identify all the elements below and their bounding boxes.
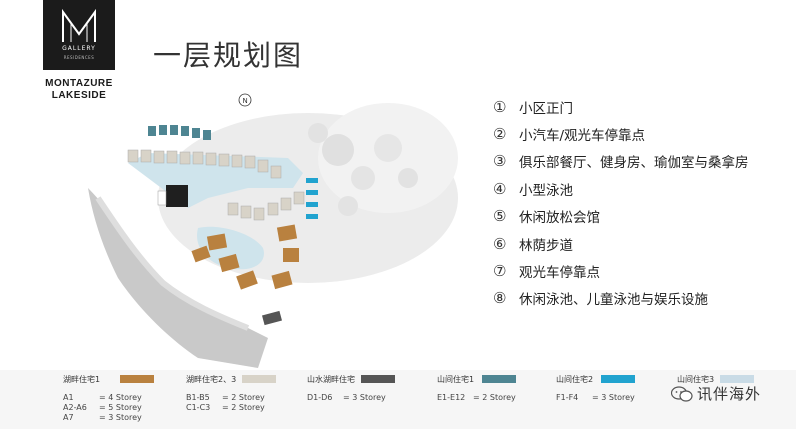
- list-num: ②: [493, 125, 507, 144]
- list-num: ⑧: [493, 289, 507, 308]
- list-num: ⑤: [493, 207, 507, 226]
- legend-key: F1-F4: [556, 393, 579, 402]
- logo-residences-text: RESIDENCES: [63, 55, 95, 60]
- legend-row: A1 = 4 Storey: [63, 393, 154, 403]
- legend-title: 山间住宅1: [437, 374, 475, 384]
- list-label: 林荫步道: [519, 237, 573, 254]
- list-item: ⑥ 林荫步道: [493, 233, 773, 254]
- legend-key: E1-E12: [437, 393, 466, 402]
- legend-swatch: [242, 375, 277, 383]
- legend-value: = 4 Storey: [99, 393, 142, 402]
- legend-value: = 3 Storey: [592, 393, 635, 402]
- page-title: 一层规划图: [153, 39, 304, 72]
- compass-label: N: [243, 97, 248, 105]
- legend-value: = 2 Storey: [222, 403, 265, 412]
- legend-title: 山间住宅3: [677, 374, 715, 384]
- list-label: 小区正门: [519, 100, 573, 117]
- brand-line-2: LAKESIDE: [51, 90, 107, 101]
- brand-name: MONTAZURE LAKESIDE: [31, 78, 127, 102]
- legend-key: B1-B5: [186, 393, 210, 402]
- legend-title: 湖畔住宅1: [63, 374, 101, 384]
- list-item: ① 小区正门: [493, 96, 773, 117]
- legend-group: 山水湖畔住宅 D1-D6 = 3 Storey: [307, 373, 395, 403]
- legend-key: A2-A6: [63, 403, 87, 412]
- legend-swatch: [361, 375, 395, 383]
- list-item: ⑤ 休闲放松会馆: [493, 206, 773, 227]
- legend-row: D1-D6 = 3 Storey: [307, 393, 395, 403]
- legend-key: D1-D6: [307, 393, 333, 402]
- legend-row: B1-B5 = 2 Storey: [186, 393, 276, 403]
- logo-gallery-text: GALLERY: [62, 45, 96, 52]
- list-label: 观光车停靠点: [519, 265, 600, 282]
- list-label: 小型泳池: [519, 182, 573, 199]
- list-item: ③ 俱乐部餐厅、健身房、瑜伽室与桑拿房: [493, 151, 773, 172]
- legend-group: 山间住宅2 F1-F4 = 3 Storey: [556, 373, 636, 403]
- wechat-icon: [671, 385, 693, 402]
- legend-row: F1-F4 = 3 Storey: [556, 393, 635, 403]
- list-item: ⑦ 观光车停靠点: [493, 260, 773, 281]
- facility-list: ① 小区正门 ② 小汽车/观光车停靠点 ③ 俱乐部餐厅、健身房、瑜伽室与桑拿房 ④ 小型…: [493, 96, 773, 315]
- legend-value: = 2 Storey: [222, 393, 265, 402]
- legend-key: C1-C3: [186, 403, 211, 412]
- legend-row: C1-C3 = 2 Storey: [186, 403, 276, 413]
- list-label: 俱乐部餐厅、健身房、瑜伽室与桑拿房: [519, 155, 749, 172]
- list-label: 休闲泳池、儿童泳池与娱乐设施: [519, 292, 708, 309]
- legend-value: = 5 Storey: [99, 403, 142, 412]
- list-num: ⑦: [493, 262, 507, 281]
- legend-title: 山间住宅2: [556, 374, 594, 384]
- legend-title: 湖畔住宅2、3: [186, 374, 237, 384]
- brand-logo: GALLERY RESIDENCES: [43, 0, 115, 70]
- m-logo-icon: [62, 8, 96, 42]
- legend-row: A2-A6 = 5 Storey: [63, 403, 154, 413]
- watermark: 讯伴海外: [671, 383, 761, 404]
- list-item: ⑧ 休闲泳池、儿童泳池与娱乐设施: [493, 288, 773, 309]
- legend-key: A1: [63, 393, 74, 402]
- legend-value: = 3 Storey: [99, 413, 142, 422]
- site-plan-map: N: [88, 93, 458, 368]
- legend-swatch: [120, 375, 155, 383]
- legend-value: = 3 Storey: [343, 393, 386, 402]
- legend-swatch: [601, 375, 636, 383]
- legend-group: 湖畔住宅1 A1 = 4 Storey A2-A6 = 5 Storey A7 = 3…: [63, 373, 155, 423]
- legend-row: A7 = 3 Storey: [63, 413, 154, 423]
- brand-line-1: MONTAZURE: [45, 78, 113, 89]
- legend-swatch: [482, 375, 517, 383]
- legend-value: = 2 Storey: [473, 393, 516, 402]
- list-item: ④ 小型泳池: [493, 178, 773, 199]
- legend-group: 湖畔住宅2、3 B1-B5 = 2 Storey C1-C3 = 2 Storey: [186, 373, 277, 413]
- list-label: 休闲放松会馆: [519, 210, 600, 227]
- list-num: ③: [493, 152, 507, 171]
- legend-swatch: [720, 375, 755, 383]
- list-label: 小汽车/观光车停靠点: [519, 128, 646, 145]
- legend-group: 山间住宅3: [677, 373, 755, 385]
- list-num: ④: [493, 179, 507, 198]
- list-item: ② 小汽车/观光车停靠点: [493, 123, 773, 144]
- legend-row: E1-E12 = 2 Storey: [437, 393, 516, 403]
- watermark-text: 讯伴海外: [697, 385, 762, 403]
- legend-key: A7: [63, 413, 74, 422]
- legend-group: 山间住宅1 E1-E12 = 2 Storey: [437, 373, 517, 403]
- legend-title: 山水湖畔住宅: [307, 374, 355, 384]
- legend-bar: 湖畔住宅1 A1 = 4 Storey A2-A6 = 5 Storey A7 = 3…: [0, 370, 796, 429]
- list-num: ⑥: [493, 234, 507, 253]
- list-num: ①: [493, 97, 507, 116]
